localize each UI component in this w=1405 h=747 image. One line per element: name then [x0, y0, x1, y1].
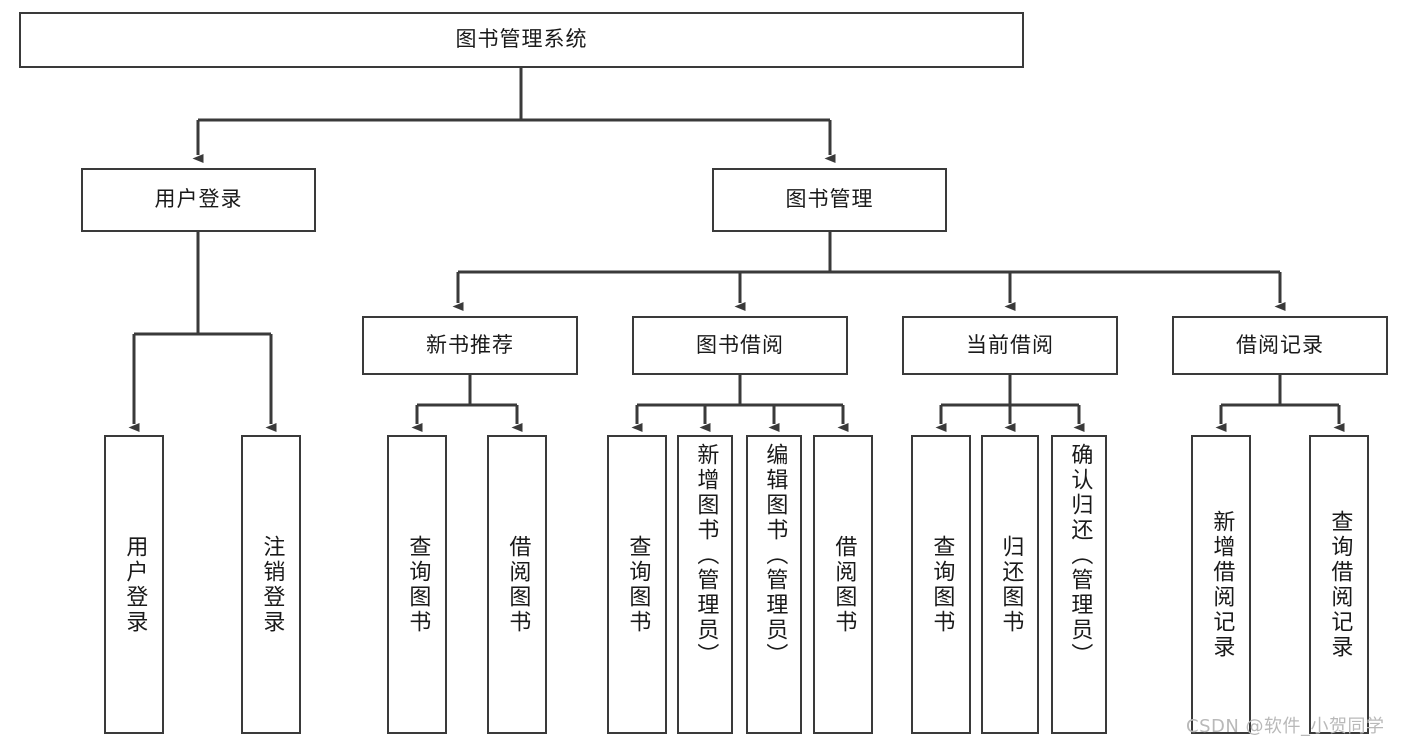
node-label: 借阅图书: [831, 534, 857, 635]
node-new-book-recommend[interactable]: 新书推荐: [362, 316, 578, 375]
leaf-query-book-recommend[interactable]: 查询图书: [387, 435, 447, 734]
node-label: 新增图书（管理员）: [693, 443, 719, 668]
leaf-add-book-admin[interactable]: 新增图书（管理员）: [677, 435, 733, 734]
node-label: 图书借阅: [696, 332, 784, 357]
node-book-management[interactable]: 图书管理: [712, 168, 947, 232]
node-label: 借阅记录: [1236, 332, 1324, 357]
leaf-edit-book-admin[interactable]: 编辑图书（管理员）: [746, 435, 802, 734]
leaf-query-book-borrow[interactable]: 查询图书: [607, 435, 667, 734]
node-book-borrow[interactable]: 图书借阅: [632, 316, 848, 375]
node-label: 查询借阅记录: [1327, 509, 1353, 660]
node-label: 图书管理: [785, 187, 874, 212]
node-label: 用户登录: [122, 534, 148, 635]
watermark-text: CSDN @软件_小贺同学: [1186, 716, 1385, 737]
node-label: 编辑图书（管理员）: [762, 443, 788, 668]
node-current-borrow[interactable]: 当前借阅: [902, 316, 1118, 375]
node-label: 查询图书: [405, 534, 431, 635]
node-root-system[interactable]: 图书管理系统: [19, 12, 1024, 68]
node-label: 借阅图书: [505, 534, 531, 635]
node-user-login[interactable]: 用户登录: [81, 168, 316, 232]
node-label: 确认归还（管理员）: [1067, 443, 1093, 668]
node-label: 用户登录: [154, 187, 243, 212]
node-label: 查询图书: [625, 534, 651, 635]
leaf-borrow-book[interactable]: 借阅图书: [813, 435, 873, 734]
node-label: 当前借阅: [966, 332, 1054, 357]
node-label: 新增借阅记录: [1209, 509, 1235, 660]
leaf-borrow-book-recommend[interactable]: 借阅图书: [487, 435, 547, 734]
leaf-add-borrow-record[interactable]: 新增借阅记录: [1191, 435, 1251, 734]
node-borrow-record[interactable]: 借阅记录: [1172, 316, 1388, 375]
node-label: 新书推荐: [426, 332, 514, 357]
leaf-query-borrow-record[interactable]: 查询借阅记录: [1309, 435, 1369, 734]
node-label: 注销登录: [259, 534, 285, 635]
node-label: 查询图书: [929, 534, 955, 635]
leaf-user-login[interactable]: 用户登录: [104, 435, 164, 734]
leaf-logout-login[interactable]: 注销登录: [241, 435, 301, 734]
leaf-confirm-return-admin[interactable]: 确认归还（管理员）: [1051, 435, 1107, 734]
leaf-return-book[interactable]: 归还图书: [981, 435, 1039, 734]
node-label: 归还图书: [998, 534, 1024, 635]
leaf-query-book-current[interactable]: 查询图书: [911, 435, 971, 734]
node-label: 图书管理系统: [455, 27, 588, 52]
